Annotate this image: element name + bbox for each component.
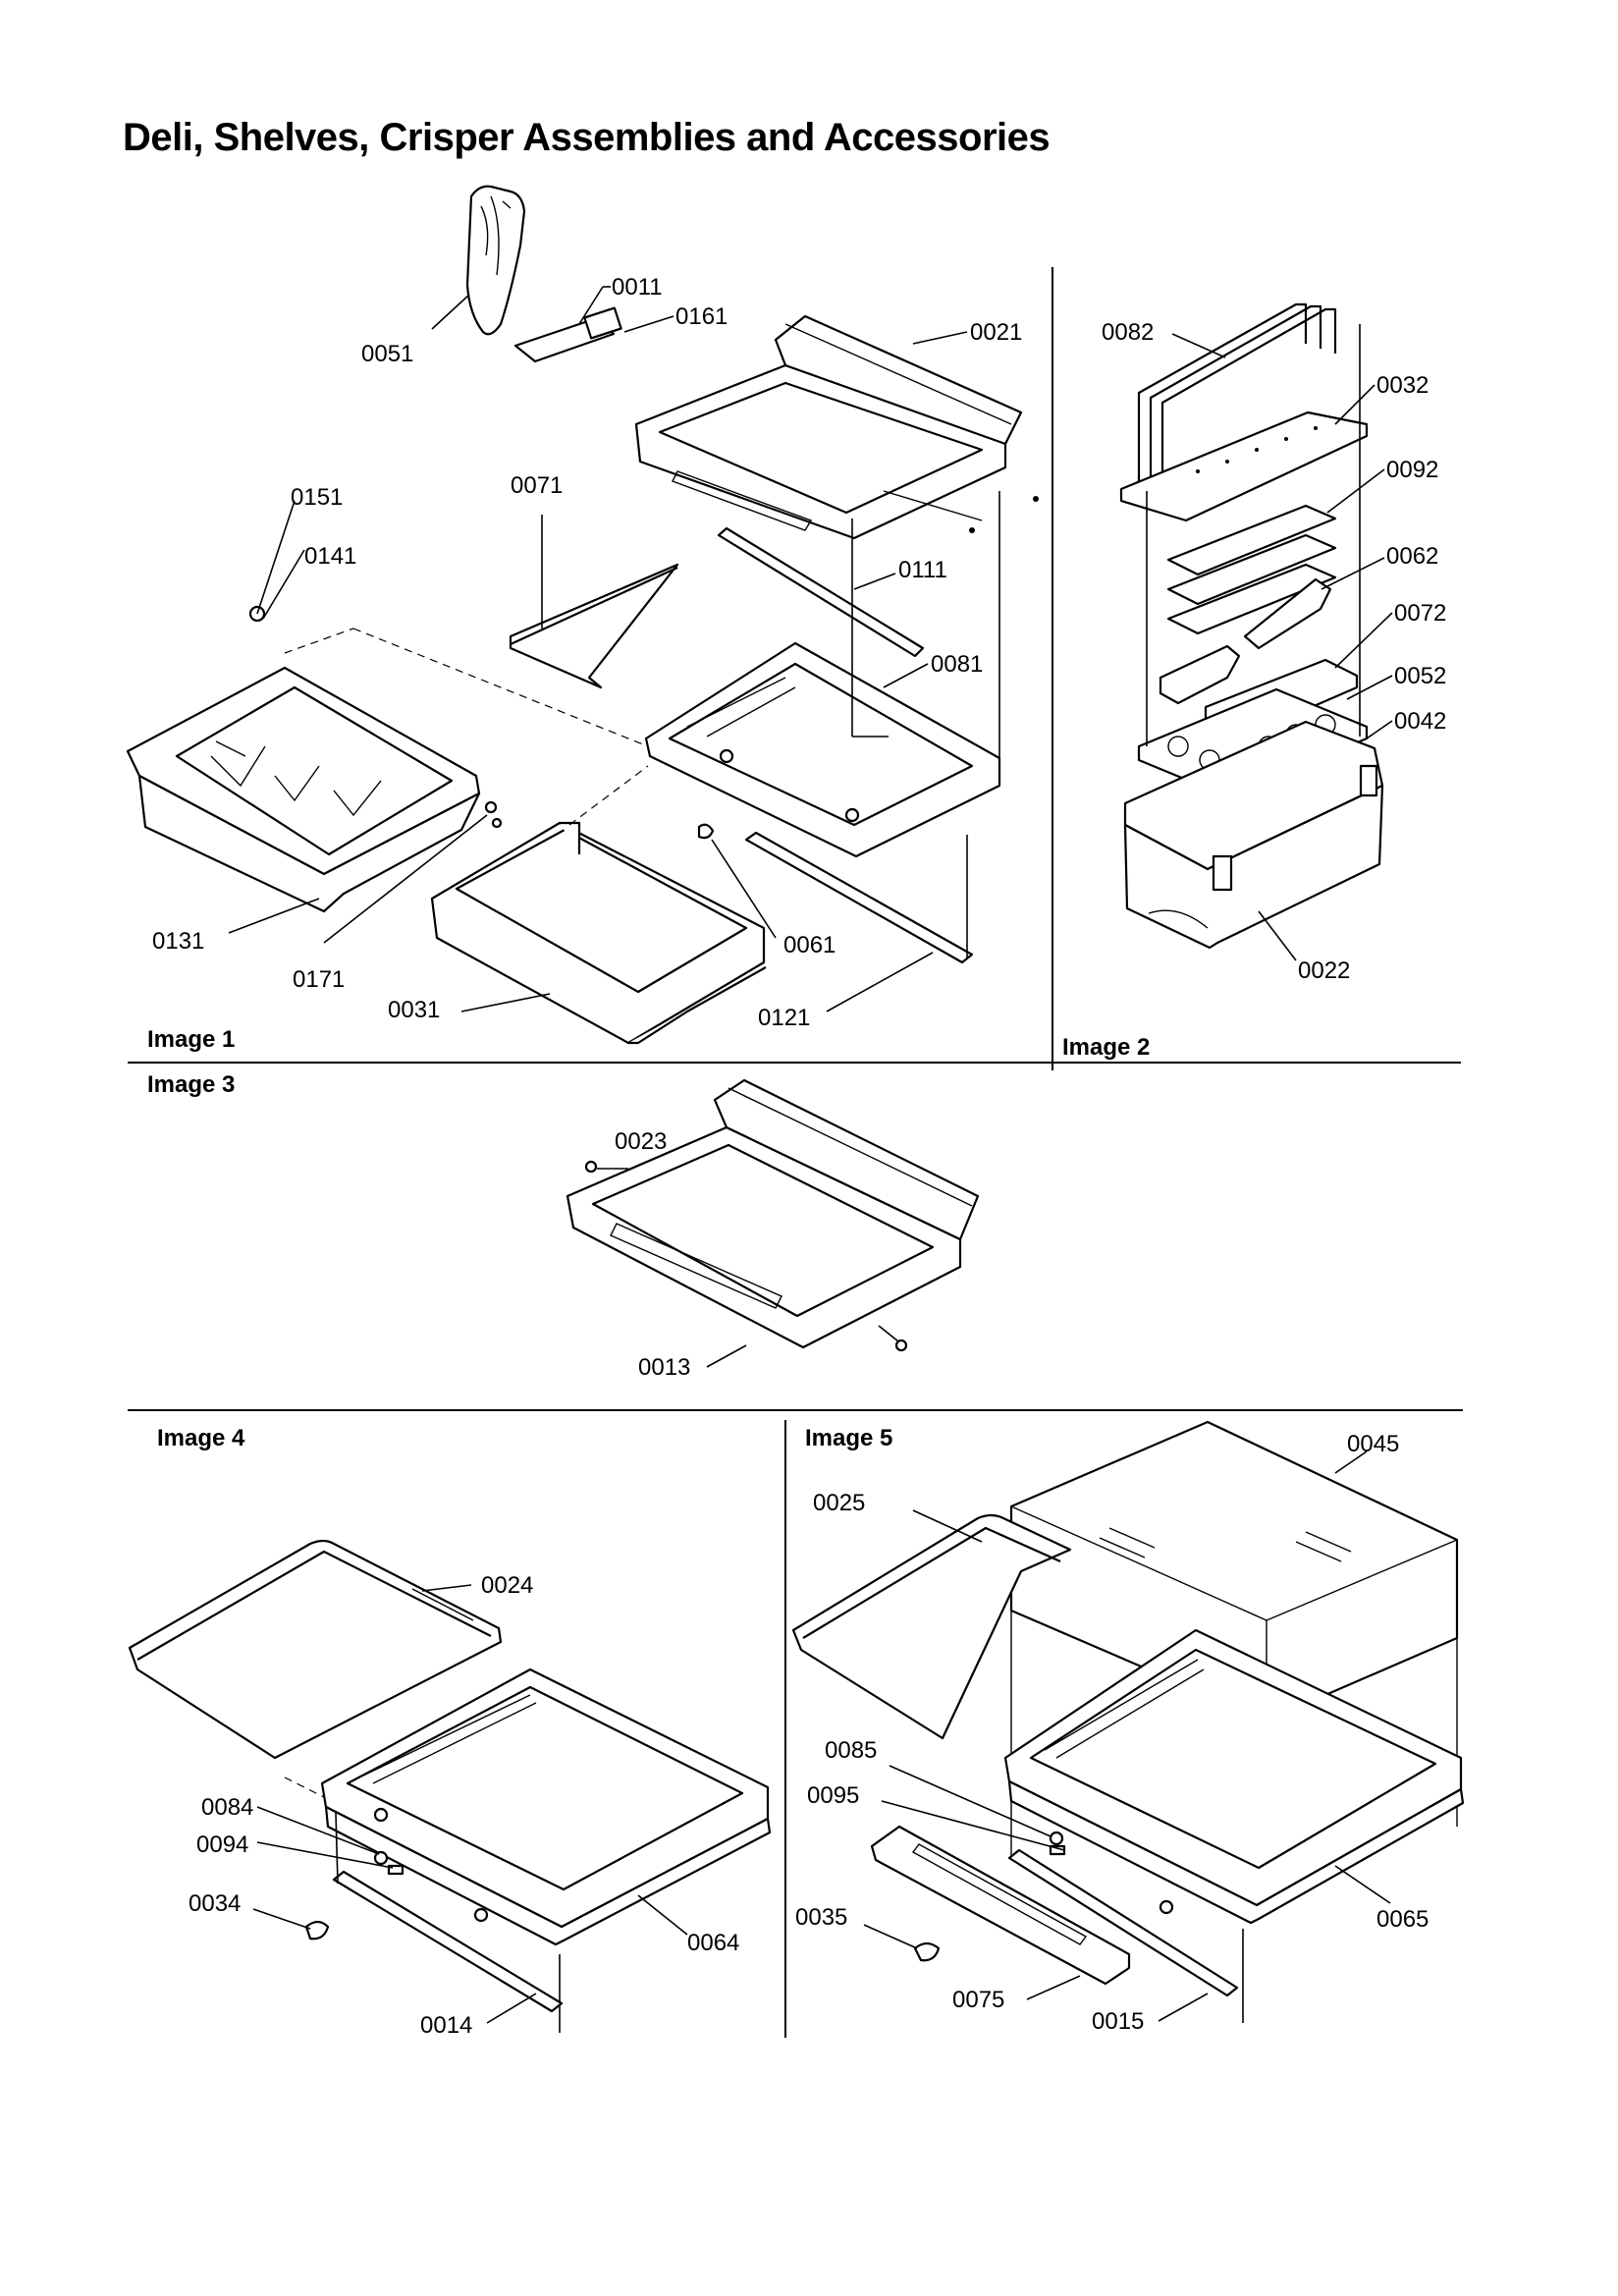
callout-0032: 0032 <box>1376 372 1429 399</box>
panel-label-image-2: Image 2 <box>1062 1034 1150 1061</box>
part-0071-divider <box>509 563 679 689</box>
panel-image-4: Image 4 <box>128 1425 772 2039</box>
panel-image-1: 0011 0161 0051 0021 0151 0141 0071 0111 … <box>126 185 1039 1053</box>
callout-0015: 0015 <box>1092 2008 1144 2035</box>
part-0092-rack <box>1166 504 1337 576</box>
callout-0092: 0092 <box>1386 457 1438 483</box>
callout-0151: 0151 <box>291 484 343 511</box>
part-0081-frame <box>644 519 1001 858</box>
panel-image-3: Image 3 0023 0013 <box>147 1071 980 1381</box>
callout-0064: 0064 <box>687 1930 739 1956</box>
part-0095-screw <box>1049 1831 1064 1846</box>
callout-0111: 0111 <box>898 557 947 583</box>
part-0032-shelf <box>1119 410 1369 522</box>
callout-0094: 0094 <box>196 1831 248 1858</box>
callout-0161: 0161 <box>675 303 728 330</box>
part-0022-bin <box>1123 324 1384 950</box>
callout-0014: 0014 <box>420 2012 472 2039</box>
callout-0023: 0023 <box>615 1128 667 1155</box>
part-0062-egg-tray <box>1243 577 1332 650</box>
part-0051-handle <box>465 185 526 336</box>
part-0045-cover <box>1009 1420 1459 1856</box>
callout-0042: 0042 <box>1394 708 1446 735</box>
callout-0035: 0035 <box>795 1904 847 1931</box>
callout-0171: 0171 <box>293 966 345 993</box>
panel-label-image-1: Image 1 <box>147 1026 235 1053</box>
callout-0081: 0081 <box>931 651 983 678</box>
callout-0051: 0051 <box>361 341 413 367</box>
callout-0071: 0071 <box>511 472 563 499</box>
part-0094-screw <box>373 1850 389 1866</box>
part-0015-rail <box>1007 1848 1239 1997</box>
part-0013-shelf <box>566 1078 980 1352</box>
callout-0121: 0121 <box>758 1005 810 1031</box>
part-0082-wire <box>1137 302 1308 481</box>
part-0021-shelf <box>634 314 1039 540</box>
part-0025-glass <box>791 1513 1072 1740</box>
part-0014-rail <box>332 1870 564 2013</box>
callout-0141: 0141 <box>304 543 356 570</box>
callout-0095: 0095 <box>807 1782 859 1809</box>
panel-image-2: 0082 0032 0092 0062 0072 0052 0042 0022 … <box>1062 302 1446 1061</box>
callout-0024: 0024 <box>481 1572 533 1599</box>
part-0121-rail <box>744 831 974 964</box>
callout-0065: 0065 <box>1376 1906 1429 1933</box>
part-0034-hinge <box>304 1920 330 1941</box>
page-title: Deli, Shelves, Crisper Assemblies and Ac… <box>123 116 1051 159</box>
panel-label-image-3: Image 3 <box>147 1071 235 1098</box>
part-0171-screw <box>484 800 498 814</box>
part-0011-clip <box>583 306 622 340</box>
part-0064-frame <box>284 1667 772 2033</box>
callout-0045: 0045 <box>1347 1431 1399 1457</box>
part-0075-trim <box>870 1825 1131 1986</box>
callout-0062: 0062 <box>1386 543 1438 570</box>
callout-0022: 0022 <box>1298 957 1350 984</box>
callout-0082: 0082 <box>1102 319 1154 346</box>
part-0111-rail <box>717 526 925 658</box>
callout-0031: 0031 <box>388 997 440 1023</box>
part-0065-frame <box>1003 1628 1465 2023</box>
callout-0131: 0131 <box>152 928 204 955</box>
callout-0011: 0011 <box>612 274 663 301</box>
part-0084-clip <box>387 1864 404 1876</box>
part-0061-hinge <box>697 823 715 840</box>
part-0131-drawer <box>126 500 481 913</box>
callout-0052: 0052 <box>1394 663 1446 689</box>
callout-0025: 0025 <box>813 1490 865 1516</box>
part-0031-deli-drawer <box>430 821 767 1045</box>
callout-0061: 0061 <box>783 932 836 958</box>
callout-0084: 0084 <box>201 1794 253 1821</box>
callout-0013: 0013 <box>638 1354 690 1381</box>
panel-label-image-5: Image 5 <box>805 1425 892 1451</box>
panel-label-image-4: Image 4 <box>157 1425 245 1451</box>
callout-0072: 0072 <box>1394 600 1446 627</box>
callout-0021: 0021 <box>970 319 1022 346</box>
callout-0034: 0034 <box>189 1890 241 1917</box>
callout-0085: 0085 <box>825 1737 877 1764</box>
panel-image-5: Image 5 <box>791 1420 1465 2035</box>
callout-0075: 0075 <box>952 1987 1004 2013</box>
part-0035-hinge <box>913 1941 941 1962</box>
